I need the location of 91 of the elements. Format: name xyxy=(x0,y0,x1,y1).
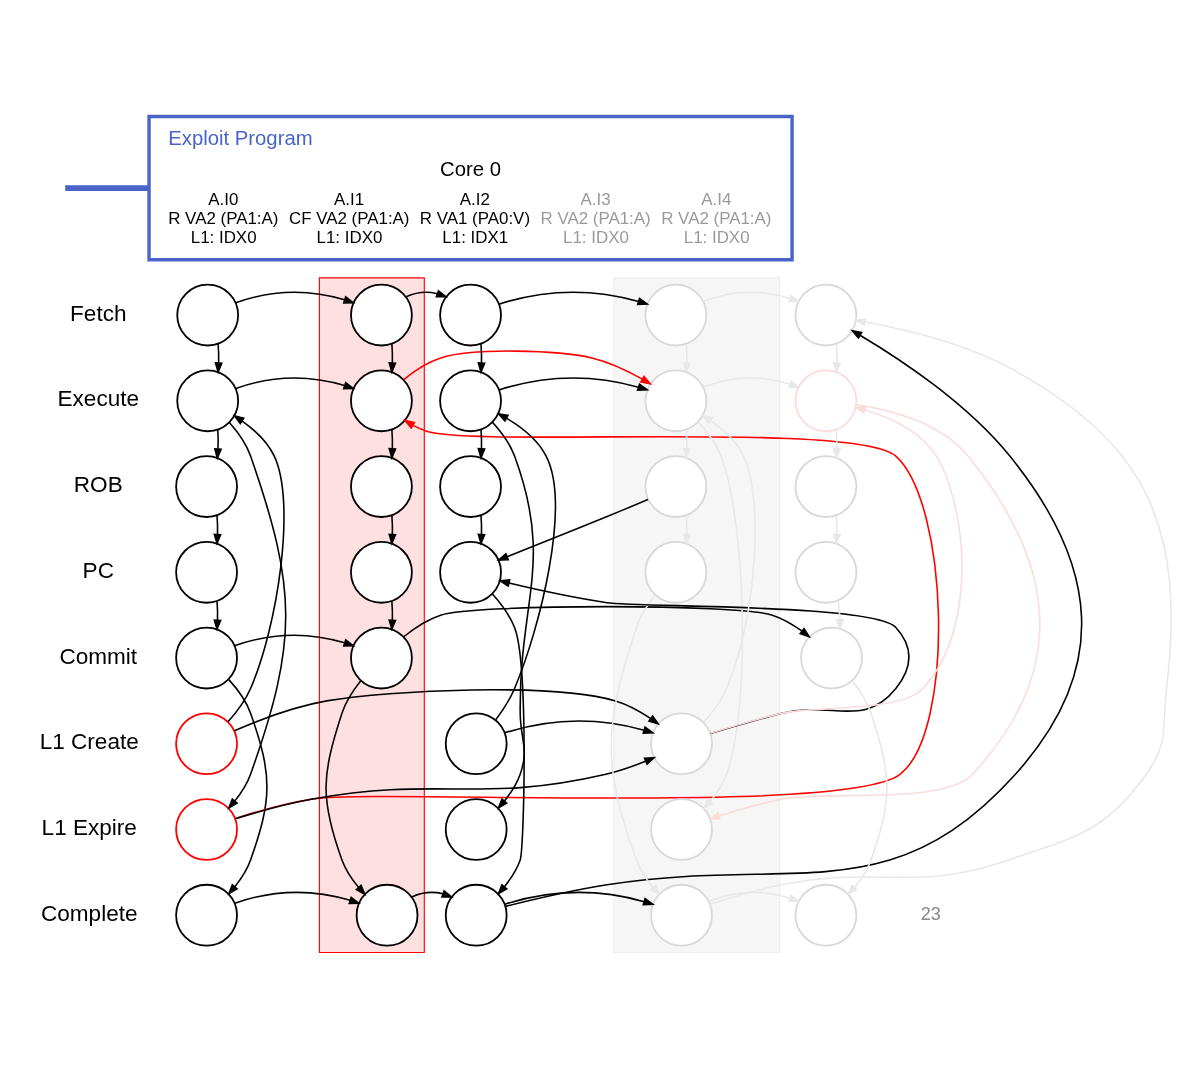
arrow xyxy=(498,377,650,392)
arrow xyxy=(832,514,842,546)
arrow xyxy=(388,600,397,632)
arrow xyxy=(388,428,397,461)
node-circle xyxy=(175,712,238,776)
arrow xyxy=(496,498,649,561)
node-circle xyxy=(350,455,413,518)
node-circle xyxy=(644,283,708,347)
label: Execute xyxy=(57,386,140,412)
node-circle xyxy=(176,369,240,433)
node-circle xyxy=(644,540,708,604)
arrow xyxy=(234,891,362,905)
arrow xyxy=(700,414,756,723)
arrow xyxy=(835,599,845,632)
arrow xyxy=(213,428,223,461)
arrow xyxy=(234,419,940,820)
node-circle xyxy=(350,369,413,433)
arrow xyxy=(214,343,223,375)
arrow xyxy=(213,600,222,632)
cluster xyxy=(613,277,781,954)
node-circle xyxy=(644,369,708,433)
node-box: Exploit Program Core 0 A.I0 R VA2 (PA1:A) L1: IDX0 A.I1 CF VA2 (PA1:A) L1: IDX0 A.I2 R VA1 (PA0:V) L1: IDX1 A.I3 R VA2 (PA1:A) L1: IDX0 A.I4 R VA2 (PA1:A) L1: IDX0 xyxy=(147,114,794,262)
label: L1 Create xyxy=(39,729,139,755)
arrow xyxy=(610,594,661,896)
label: Fetch xyxy=(70,300,127,326)
node-circle xyxy=(439,369,502,433)
node-circle xyxy=(439,540,502,604)
arrow xyxy=(477,514,486,546)
arrow xyxy=(227,414,285,723)
node-circle xyxy=(439,455,502,518)
label: 23 xyxy=(920,903,941,924)
node-circle xyxy=(175,626,238,690)
node-circle xyxy=(350,626,413,690)
arrow xyxy=(697,421,744,811)
arrow xyxy=(702,291,801,303)
node-circle xyxy=(175,455,238,518)
arrow xyxy=(402,605,812,639)
arrow xyxy=(832,428,842,461)
arrow xyxy=(682,343,692,375)
arrow xyxy=(682,514,692,546)
node-circle xyxy=(439,283,502,347)
arrow xyxy=(233,634,356,647)
node-circle xyxy=(794,540,858,604)
arrow xyxy=(491,421,535,810)
arrow xyxy=(227,421,287,810)
node-circle xyxy=(176,283,240,347)
arrow xyxy=(709,405,963,735)
arrow xyxy=(504,329,1083,908)
arrow xyxy=(477,343,486,375)
arrow xyxy=(682,428,692,461)
label: Commit xyxy=(59,643,138,669)
label: Complete xyxy=(41,900,138,926)
arrow xyxy=(491,593,525,896)
arrow xyxy=(402,350,653,385)
arrow xyxy=(325,680,367,896)
node-circle xyxy=(794,455,858,518)
arrow xyxy=(405,289,449,298)
node-circle xyxy=(175,540,238,604)
label: L1 Expire xyxy=(41,815,137,841)
arrow xyxy=(709,317,1172,906)
arrow xyxy=(477,428,486,461)
node-circle xyxy=(444,712,508,776)
connector xyxy=(65,185,149,191)
node-circle xyxy=(794,283,858,347)
arrow xyxy=(388,343,397,375)
arrow xyxy=(503,891,656,906)
label: PC xyxy=(82,557,114,583)
arrow xyxy=(503,720,656,735)
arrow xyxy=(235,377,356,390)
arrow xyxy=(411,889,454,898)
arrow xyxy=(708,891,801,902)
arrow xyxy=(702,377,801,388)
node-circle xyxy=(350,540,413,604)
cluster xyxy=(318,277,425,954)
node-circle xyxy=(350,283,413,347)
label: ROB xyxy=(73,472,123,498)
node-circle xyxy=(644,455,708,518)
arrow xyxy=(497,579,910,735)
arrow xyxy=(707,403,1041,820)
node-circle xyxy=(650,712,713,776)
arrow xyxy=(213,514,222,546)
arrow xyxy=(234,756,657,820)
arrow xyxy=(388,514,397,546)
arrow xyxy=(832,343,842,375)
arrow xyxy=(498,291,650,306)
arrow xyxy=(227,678,268,896)
arrow xyxy=(235,291,356,304)
node-circle xyxy=(794,369,858,433)
arrow xyxy=(495,412,557,721)
arrow xyxy=(233,689,661,732)
arrow xyxy=(846,680,888,896)
